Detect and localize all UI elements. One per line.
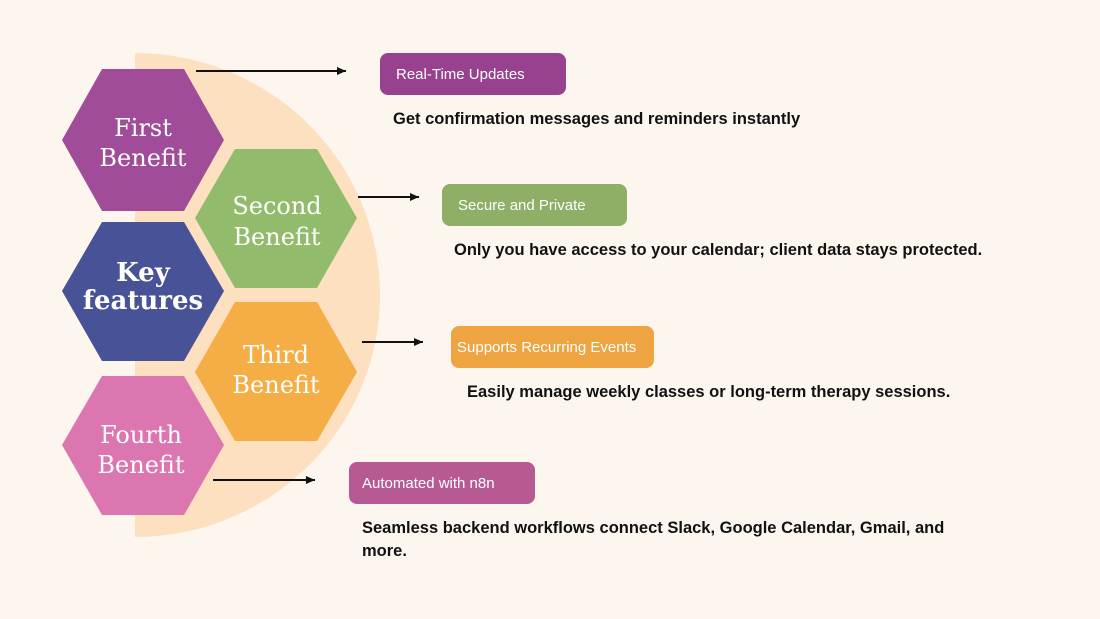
hexagon-third-benefit-line2: Benefit bbox=[232, 371, 320, 399]
hexagon-second-benefit-line2: Benefit bbox=[233, 223, 321, 251]
hexagon-second-benefit-line1: Second bbox=[232, 192, 321, 220]
hexagon-first-benefit bbox=[62, 69, 224, 211]
hexagon-key-features-line1: Key bbox=[116, 258, 171, 288]
hexagon-fourth-benefit-line2: Benefit bbox=[97, 451, 185, 479]
benefit-description-real-time-updates: Get confirmation messages and reminders … bbox=[393, 110, 801, 128]
hexagon-first-benefit-line2: Benefit bbox=[99, 144, 187, 172]
benefit-description-automated-with-n8n: Seamless backend workflows connect Slack… bbox=[362, 519, 945, 560]
benefit-description-secure-and-private: Only you have access to your calendar; c… bbox=[454, 241, 983, 259]
hexagon-fourth-benefit-line1: Fourth bbox=[100, 421, 182, 449]
hexagon-fourth-benefit bbox=[62, 376, 224, 515]
hexagon-key-features bbox=[62, 222, 224, 361]
benefit-description-supports-recurring-events: Easily manage weekly classes or long-ter… bbox=[467, 383, 951, 401]
benefit-label-secure-and-private: Secure and Private bbox=[442, 184, 627, 226]
hexagon-first-benefit-line1: First bbox=[114, 114, 172, 142]
hexagon-second-benefit bbox=[195, 149, 357, 288]
benefit-label-automated-with-n8n: Automated with n8n bbox=[349, 462, 535, 504]
benefit-label-supports-recurring-events: Supports Recurring Events bbox=[451, 326, 654, 368]
benefit-label-real-time-updates: Real-Time Updates bbox=[380, 53, 566, 95]
hexagon-key-features-line2: features bbox=[83, 286, 203, 316]
hexagon-third-benefit-line1: Third bbox=[243, 341, 309, 369]
hexagon-third-benefit bbox=[195, 302, 357, 441]
